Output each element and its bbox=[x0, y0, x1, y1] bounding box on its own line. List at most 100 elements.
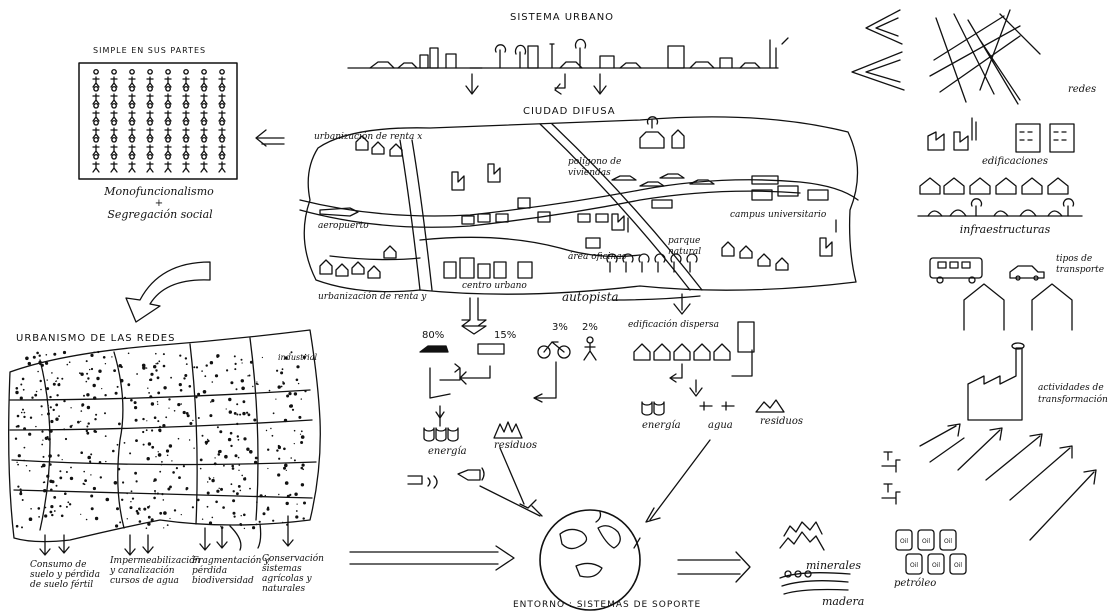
map-dot bbox=[169, 517, 171, 520]
map-dot bbox=[192, 419, 194, 422]
map-dot bbox=[247, 375, 249, 377]
map-dot bbox=[15, 425, 18, 428]
map-dot bbox=[182, 465, 185, 468]
map-dot bbox=[249, 360, 253, 364]
map-dot bbox=[207, 438, 209, 441]
map-dot bbox=[233, 355, 236, 358]
map-dot bbox=[168, 398, 171, 401]
pct-bus: 15% bbox=[494, 330, 517, 341]
pct-walk: 2% bbox=[582, 322, 598, 333]
map-dot bbox=[86, 431, 90, 435]
map-dot bbox=[38, 354, 41, 357]
person-figure bbox=[92, 119, 100, 139]
map-dot bbox=[237, 456, 240, 459]
map-dot bbox=[14, 437, 18, 440]
network-lines bbox=[929, 9, 1041, 105]
map-dot bbox=[304, 390, 307, 393]
map-dot bbox=[83, 394, 85, 397]
map-dot bbox=[162, 499, 165, 501]
map-dot bbox=[38, 360, 42, 365]
map-dot bbox=[302, 468, 305, 471]
map-dot bbox=[231, 467, 235, 470]
map-dot bbox=[249, 450, 253, 454]
map-dot bbox=[256, 381, 258, 383]
map-dot bbox=[127, 352, 130, 355]
person-figure bbox=[182, 102, 190, 122]
map-dot bbox=[55, 417, 59, 421]
map-dot bbox=[36, 351, 39, 355]
transport-icons bbox=[419, 336, 597, 419]
oil-drum bbox=[927, 553, 945, 575]
map-dot bbox=[218, 487, 220, 489]
map-dot bbox=[289, 493, 292, 496]
map-dot bbox=[290, 351, 293, 354]
map-dot bbox=[220, 525, 222, 527]
map-dot bbox=[138, 520, 142, 523]
map-dot bbox=[214, 457, 216, 459]
person-figure bbox=[128, 136, 136, 156]
map-dot bbox=[45, 361, 49, 365]
map-dot bbox=[115, 524, 119, 528]
map-dot bbox=[15, 387, 19, 390]
map-dot bbox=[135, 439, 138, 442]
map-dot bbox=[59, 476, 63, 480]
map-dot bbox=[129, 452, 132, 455]
map-dot bbox=[49, 406, 52, 409]
map-dot bbox=[87, 422, 90, 425]
map-dot bbox=[280, 385, 283, 388]
oil-drum-label: Oil bbox=[954, 562, 962, 569]
person-figure bbox=[200, 119, 208, 139]
map-dot bbox=[49, 510, 53, 514]
map-dot bbox=[90, 353, 94, 357]
map-dot bbox=[173, 509, 177, 512]
map-dot bbox=[224, 454, 228, 459]
map-dot bbox=[134, 406, 138, 410]
map-dot bbox=[217, 450, 221, 454]
map-dot bbox=[219, 430, 223, 434]
map-dot bbox=[246, 447, 250, 451]
map-dot bbox=[136, 373, 139, 375]
map-dot bbox=[97, 350, 100, 354]
person-figure bbox=[164, 102, 172, 122]
map-dot bbox=[120, 365, 123, 369]
map-dot bbox=[40, 388, 42, 391]
map-dot bbox=[89, 368, 91, 371]
map-dot bbox=[146, 420, 148, 422]
map-dot bbox=[305, 353, 307, 356]
map-dot bbox=[238, 464, 241, 466]
person-figure bbox=[146, 85, 154, 105]
map-dot bbox=[253, 460, 258, 465]
oil-drum bbox=[895, 529, 913, 551]
map-dot bbox=[223, 464, 225, 467]
map-dot bbox=[236, 422, 239, 426]
map-dot bbox=[90, 507, 94, 511]
map-dot bbox=[208, 477, 211, 480]
map-dot bbox=[213, 462, 217, 466]
person-figure bbox=[92, 68, 100, 88]
map-dot bbox=[236, 403, 239, 406]
map-dot bbox=[69, 425, 73, 428]
map-dot bbox=[65, 505, 68, 508]
map-dot bbox=[240, 358, 243, 361]
map-dot bbox=[80, 372, 84, 376]
map-dot bbox=[255, 523, 258, 526]
oil-drum bbox=[939, 529, 957, 551]
label-residuos-right: residuos bbox=[760, 416, 804, 427]
map-dot bbox=[43, 481, 46, 484]
map-dot bbox=[234, 454, 238, 458]
map-dot bbox=[116, 443, 119, 446]
map-dot bbox=[55, 484, 58, 487]
map-dot bbox=[56, 394, 59, 397]
map-dot bbox=[178, 383, 182, 387]
map-dot bbox=[44, 506, 47, 509]
map-dot bbox=[232, 490, 235, 493]
map-dot bbox=[53, 352, 57, 356]
map-dot bbox=[161, 493, 164, 496]
map-dot bbox=[17, 454, 21, 458]
person-figure bbox=[128, 102, 136, 122]
label-area-oficinas: área oficinas bbox=[568, 252, 627, 262]
map-dot bbox=[141, 363, 146, 368]
map-dot bbox=[166, 454, 169, 457]
title-simple-en-sus-partes: SIMPLE EN SUS PARTES bbox=[93, 46, 207, 55]
person-figure bbox=[92, 136, 100, 156]
